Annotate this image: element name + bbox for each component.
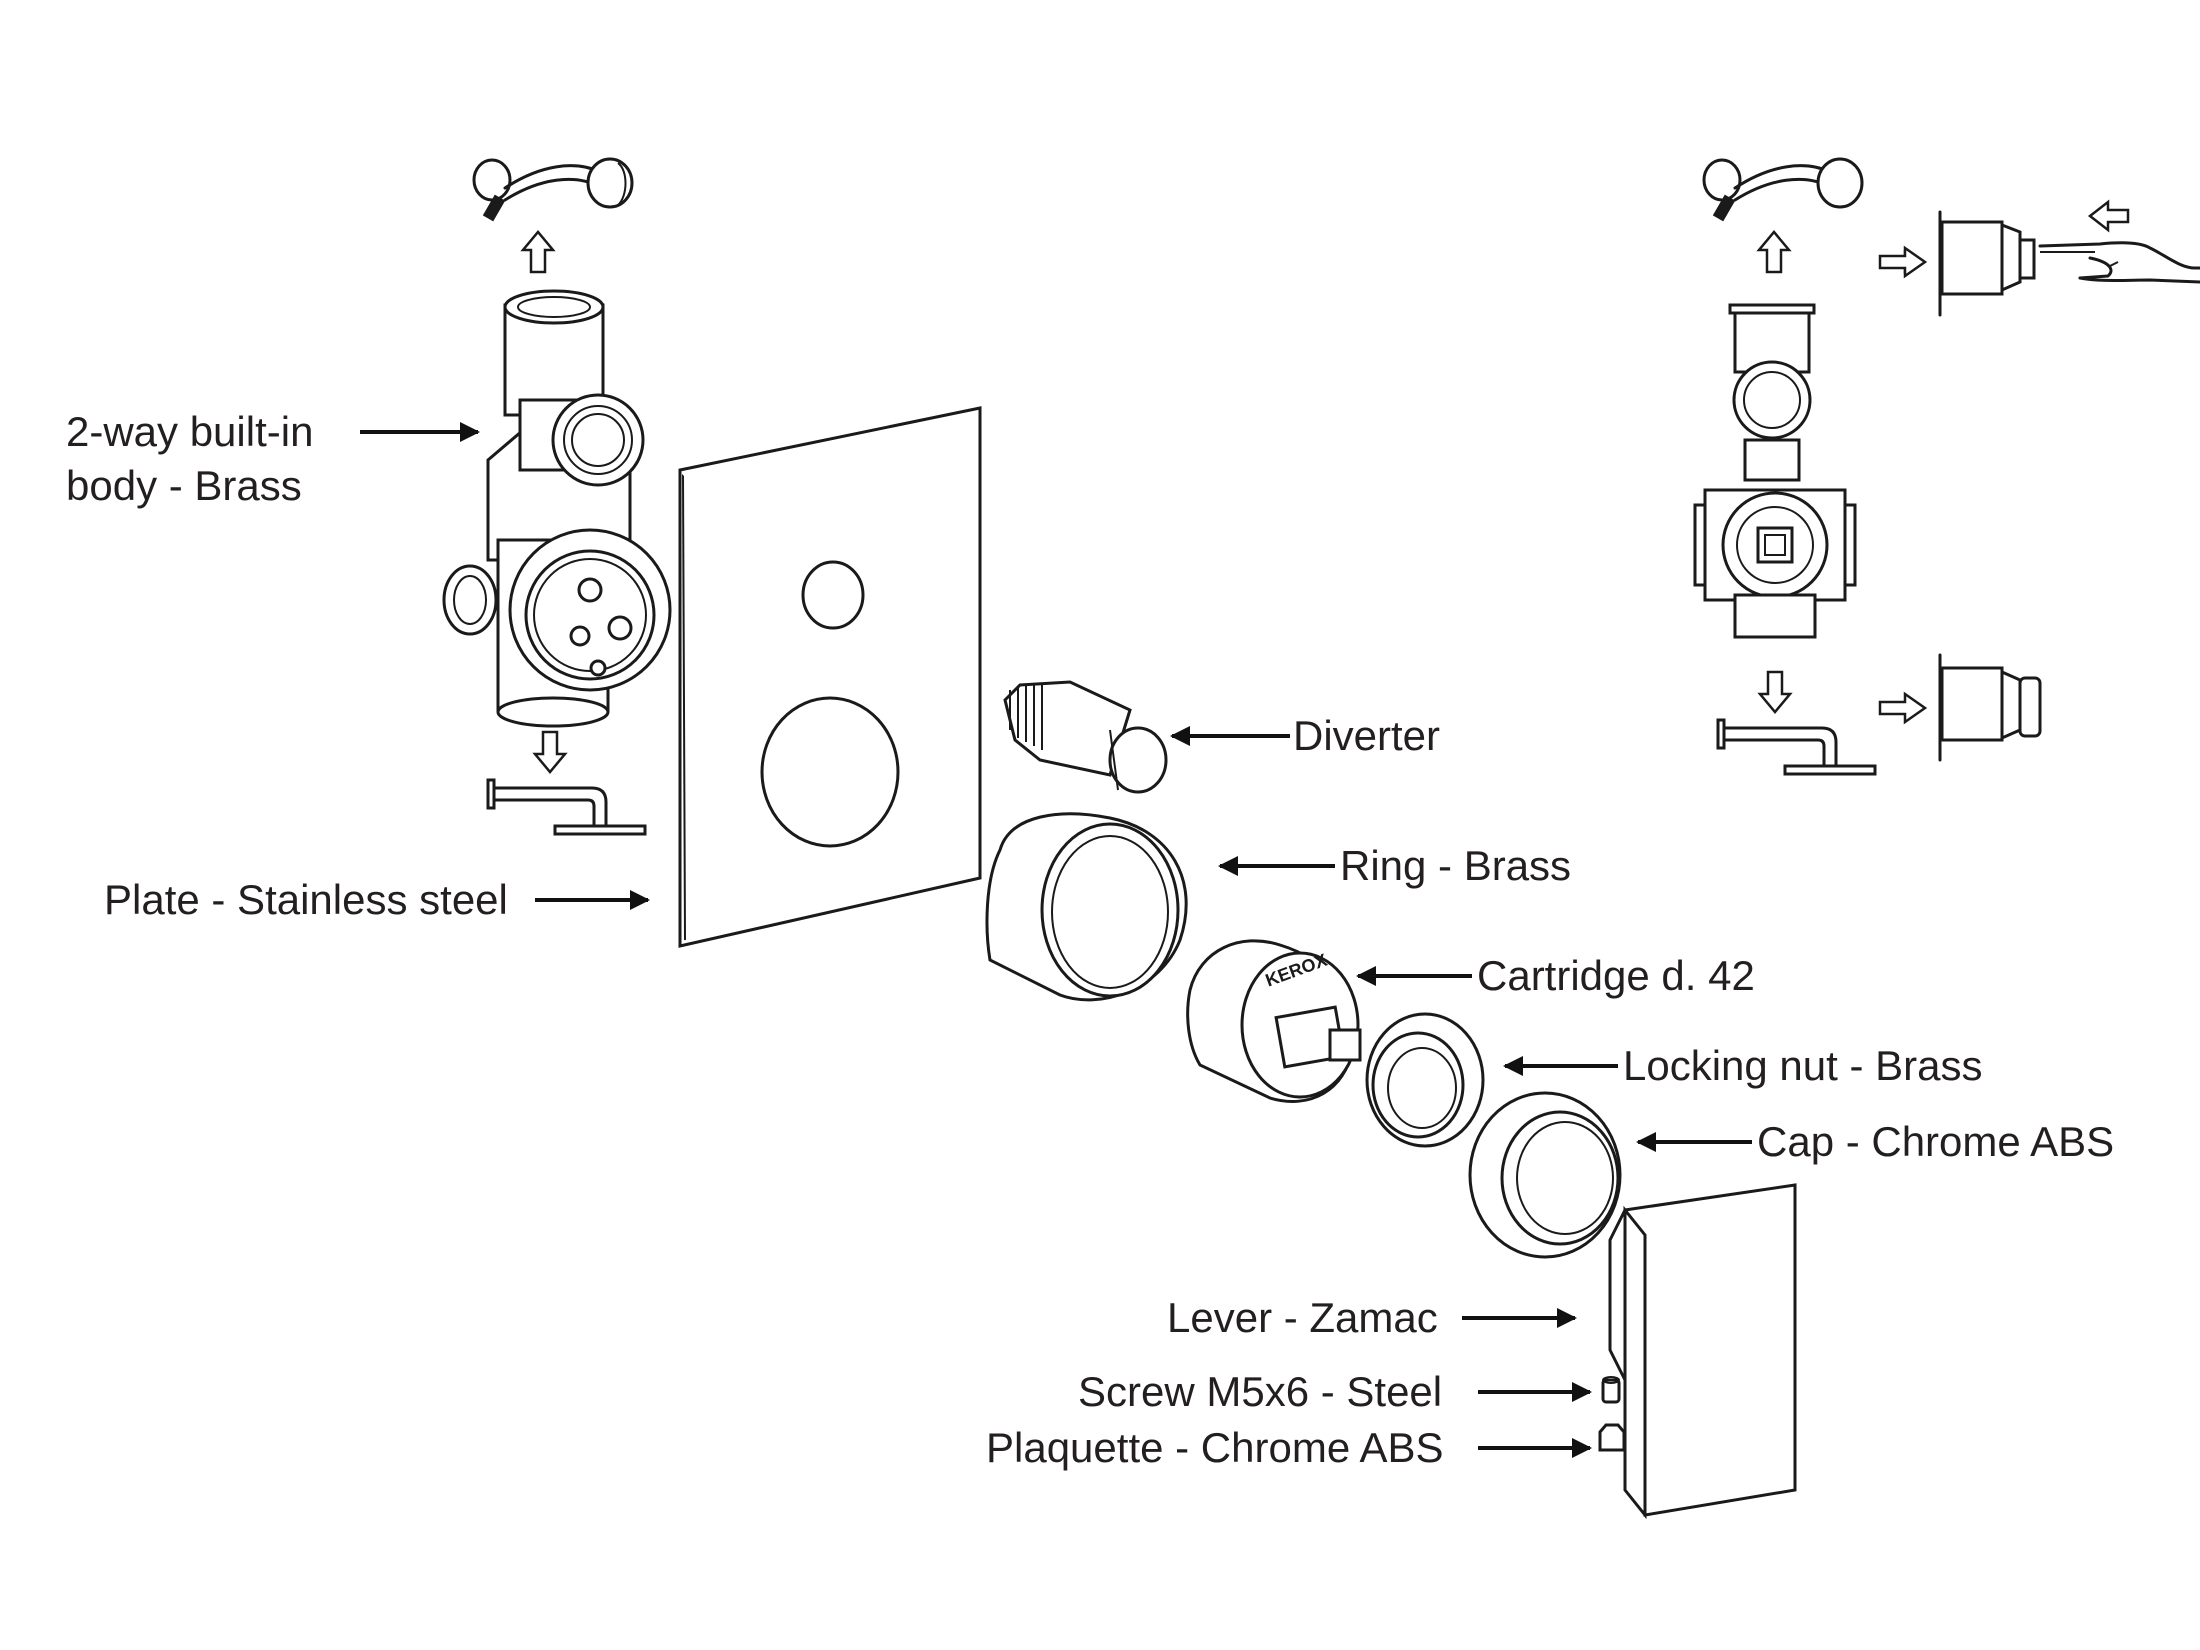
push-button-released-icon	[1878, 653, 2042, 762]
plaquette-label: Plaquette - Chrome ABS	[986, 1424, 1444, 1471]
plate	[678, 406, 982, 948]
ring-label: Ring - Brass	[1340, 842, 1571, 889]
up-arrow-icon	[520, 230, 556, 274]
push-button-pressed-icon	[1878, 199, 2130, 317]
plaquette	[1598, 1423, 1626, 1452]
spout-icon	[486, 778, 647, 836]
plate-label: Plate - Stainless steel	[104, 876, 508, 923]
operation-shower-head-icon	[1702, 157, 1864, 222]
locking-nut-label: Locking nut - Brass	[1623, 1042, 1983, 1089]
operation-down-arrow-icon	[1757, 670, 1793, 714]
lever	[1608, 1183, 1797, 1520]
diverter	[1003, 680, 1168, 794]
shower-head-icon	[472, 157, 634, 222]
screw-label: Screw M5x6 - Steel	[1078, 1368, 1442, 1415]
lever-label: Lever - Zamac	[1167, 1294, 1438, 1341]
cap-label: Cap - Chrome ABS	[1757, 1118, 2114, 1165]
hand-icon	[2038, 241, 2200, 284]
body-label-line1: 2-way built-in	[66, 408, 313, 455]
diverter-label: Diverter	[1293, 712, 1440, 759]
operation-body-front-view	[1693, 303, 1857, 639]
screw	[1601, 1376, 1621, 1404]
operation-spout-icon	[1716, 718, 1877, 776]
body-label-line2: body - Brass	[66, 462, 302, 509]
cartridge: KEROX	[1186, 939, 1362, 1103]
cartridge-label: Cartridge d. 42	[1477, 952, 1755, 999]
down-arrow-icon	[532, 730, 568, 774]
cap	[1468, 1091, 1622, 1259]
operation-up-arrow-icon	[1756, 230, 1792, 274]
ring	[985, 812, 1188, 1002]
locking-nut	[1365, 1012, 1485, 1148]
built-in-body	[442, 289, 672, 728]
